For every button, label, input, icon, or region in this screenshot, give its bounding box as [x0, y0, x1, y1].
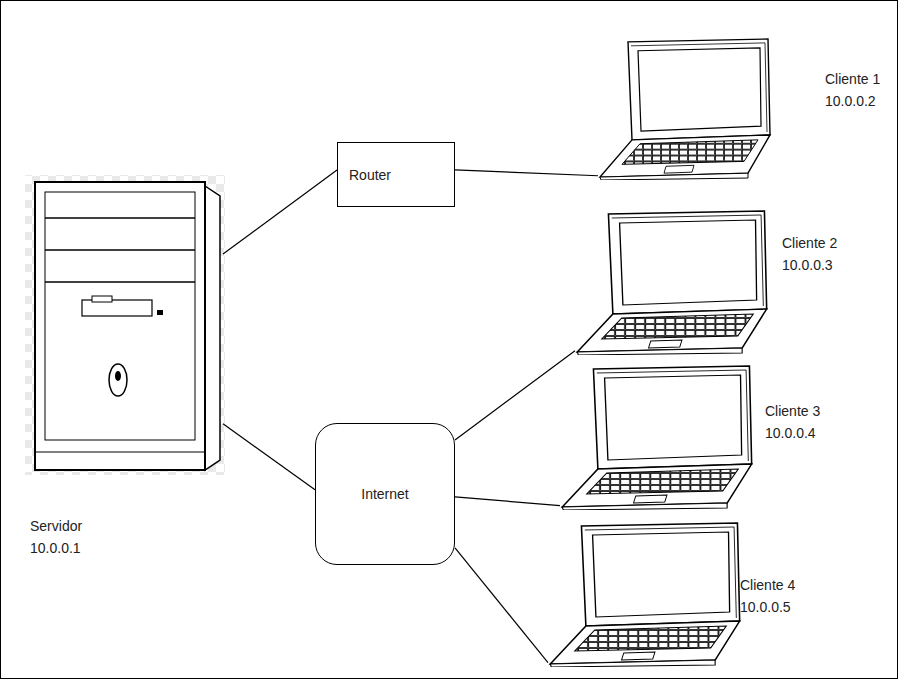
node-label: Internet	[361, 483, 408, 505]
client-label: Cliente 4	[740, 574, 795, 596]
client-node: Cliente 310.0.0.4	[560, 365, 850, 510]
laptop-illustration	[600, 39, 770, 180]
client-label: Cliente 1	[825, 68, 880, 90]
network-link	[223, 424, 315, 490]
network-link	[455, 548, 548, 663]
network-link	[455, 497, 560, 506]
network-link	[223, 170, 337, 254]
client-label: Cliente 3	[765, 400, 820, 422]
laptop-illustration	[577, 211, 766, 355]
network-link	[455, 170, 598, 176]
server-label: 10.0.0.1	[30, 537, 81, 559]
server-label: Servidor	[30, 515, 82, 537]
client-label: 10.0.0.5	[740, 596, 791, 618]
laptop-illustration	[550, 523, 739, 667]
client-label: 10.0.0.3	[782, 254, 833, 276]
client-label: 10.0.0.2	[825, 90, 876, 112]
client-label: Cliente 2	[782, 232, 837, 254]
client-node: Cliente 210.0.0.3	[575, 210, 857, 355]
router-box: Router	[337, 142, 455, 207]
laptop-illustration	[562, 366, 751, 510]
text-holder: Router	[349, 164, 391, 186]
server-node: Servidor10.0.0.1	[25, 175, 223, 570]
text-holder: Internet	[361, 483, 408, 505]
node-label: Router	[349, 164, 391, 186]
client-node: Cliente 410.0.0.5	[548, 522, 828, 667]
network-link	[455, 351, 575, 440]
internet-box: Internet	[315, 423, 455, 565]
server-tower	[25, 175, 225, 475]
client-label: 10.0.0.4	[765, 422, 816, 444]
client-node: Cliente 110.0.0.2	[598, 38, 889, 180]
